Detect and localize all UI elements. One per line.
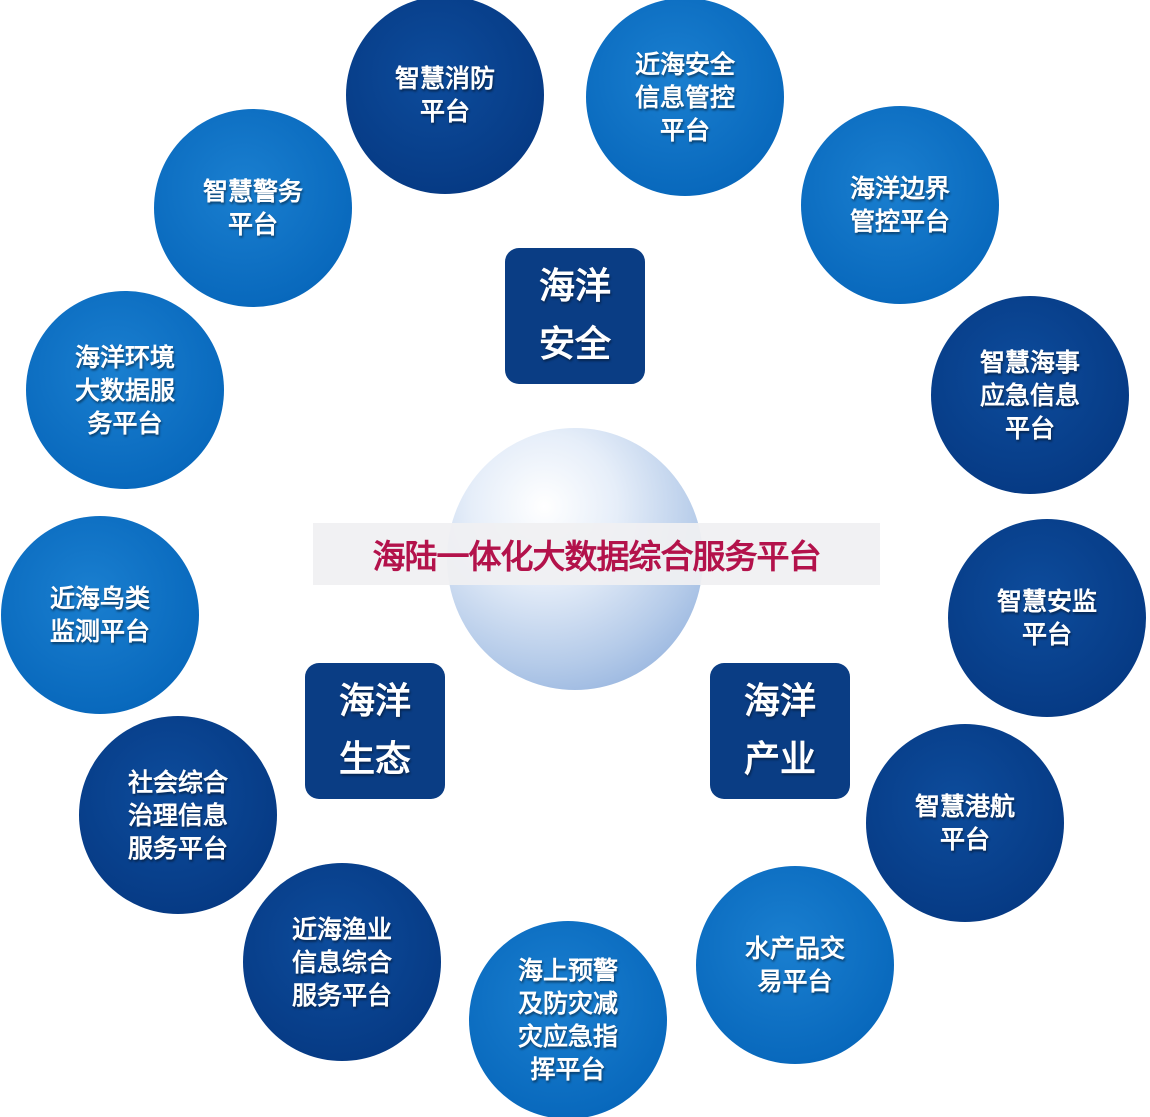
category-label: 产业 bbox=[743, 739, 816, 780]
platform-label-line: 及防灾减 bbox=[517, 989, 618, 1018]
platform-label-line: 海洋环境 bbox=[74, 342, 175, 372]
platform-label-line: 平台 bbox=[419, 97, 470, 126]
platform-label-line: 智慧安监 bbox=[996, 587, 1097, 616]
platform-label-line: 社会综合 bbox=[127, 767, 228, 797]
platform-circle: 智慧安监平台 bbox=[948, 519, 1146, 717]
category-label: 海洋 bbox=[743, 681, 816, 722]
platform-label-line: 治理信息 bbox=[127, 800, 228, 830]
platform-circle: 海洋环境大数据服务平台 bbox=[26, 291, 224, 489]
platform-circle: 近海渔业信息综合服务平台 bbox=[243, 863, 441, 1061]
platform-label-line: 易平台 bbox=[757, 967, 833, 996]
platform-label-line: 平台 bbox=[939, 825, 990, 854]
platform-circle: 社会综合治理信息服务平台 bbox=[79, 716, 277, 914]
central-title-banner: 海陆一体化大数据综合服务平台 bbox=[313, 523, 880, 585]
platform-label-line: 海上预警 bbox=[517, 956, 618, 985]
platform-circle: 智慧海事应急信息平台 bbox=[931, 296, 1129, 494]
platform-circle: 近海安全信息管控平台 bbox=[586, 0, 784, 196]
platform-label-line: 平台 bbox=[1021, 620, 1072, 649]
platform-label-line: 务平台 bbox=[87, 408, 163, 438]
platform-label-line: 平台 bbox=[227, 210, 278, 239]
platform-label-line: 服务平台 bbox=[291, 980, 392, 1010]
platform-label-line: 监测平台 bbox=[49, 617, 150, 646]
platform-label-line: 智慧港航 bbox=[914, 792, 1015, 821]
platform-label-line: 信息管控 bbox=[634, 82, 735, 112]
platform-label-line: 大数据服 bbox=[74, 375, 175, 405]
platform-label-line: 管控平台 bbox=[849, 207, 950, 236]
platform-circle: 智慧港航平台 bbox=[866, 724, 1064, 922]
platform-circle: 智慧警务平台 bbox=[154, 109, 352, 307]
platform-label-line: 灾应急指 bbox=[517, 1022, 618, 1051]
platform-label-line: 近海渔业 bbox=[291, 914, 392, 944]
platform-label-line: 平台 bbox=[659, 115, 710, 145]
platform-circle: 近海鸟类监测平台 bbox=[1, 516, 199, 714]
central-title: 海陆一体化大数据综合服务平台 bbox=[372, 537, 822, 576]
platform-label-line: 近海安全 bbox=[634, 49, 735, 79]
category-label: 生态 bbox=[338, 739, 411, 780]
category-ocean-industry: 海洋 产业 bbox=[710, 663, 850, 799]
category-ocean-security: 海洋 安全 bbox=[505, 248, 645, 384]
platform-label-line: 水产品交 bbox=[744, 934, 845, 963]
category-label: 海洋 bbox=[538, 266, 611, 307]
platform-circle: 水产品交易平台 bbox=[696, 866, 894, 1064]
platform-circle: 海洋边界管控平台 bbox=[801, 106, 999, 304]
platform-label-line: 智慧消防 bbox=[394, 64, 495, 93]
platform-label-line: 平台 bbox=[1004, 413, 1055, 443]
platform-circle: 智慧消防平台 bbox=[346, 0, 544, 194]
platform-label-line: 服务平台 bbox=[127, 833, 228, 863]
platform-label-line: 应急信息 bbox=[979, 380, 1080, 410]
category-label: 海洋 bbox=[338, 681, 411, 722]
platform-label-line: 智慧警务 bbox=[202, 177, 303, 206]
platform-circle: 海上预警及防灾减灾应急指挥平台 bbox=[469, 921, 667, 1117]
platform-label-line: 信息综合 bbox=[291, 947, 392, 977]
category-ocean-ecology: 海洋 生态 bbox=[305, 663, 445, 799]
platform-label-line: 海洋边界 bbox=[849, 174, 950, 203]
platform-label-line: 挥平台 bbox=[530, 1055, 606, 1084]
platform-label-line: 智慧海事 bbox=[979, 347, 1080, 377]
category-label: 安全 bbox=[538, 324, 611, 365]
platform-label-line: 近海鸟类 bbox=[49, 584, 150, 613]
